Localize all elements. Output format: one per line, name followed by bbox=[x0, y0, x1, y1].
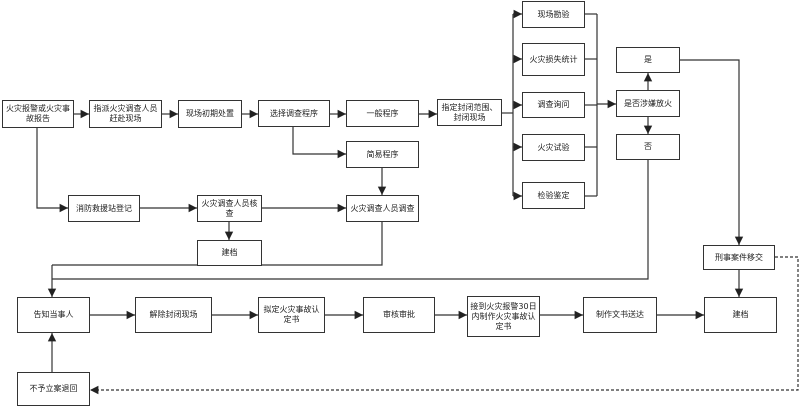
node-inspect: 检验鉴定 bbox=[522, 182, 585, 209]
node-investigate: 火灾调查人员调查 bbox=[346, 195, 419, 222]
node-test: 火灾试验 bbox=[522, 134, 585, 161]
node-archive1: 建档 bbox=[197, 240, 262, 266]
node-loss: 火灾损失统计 bbox=[522, 43, 585, 76]
node-arson: 是否涉嫌放火 bbox=[616, 90, 680, 117]
node-survey: 现场勘验 bbox=[522, 1, 585, 28]
node-yes: 是 bbox=[616, 47, 680, 73]
line-no-notify bbox=[52, 160, 649, 280]
node-notify: 告知当事人 bbox=[17, 297, 90, 333]
line-investigate-notify bbox=[52, 222, 383, 266]
node-report: 火灾报警或火灾事故报告 bbox=[2, 100, 74, 128]
node-approve: 审核审批 bbox=[363, 297, 435, 333]
node-make30: 接到火灾报警30日内制作火灾事故认定书 bbox=[467, 296, 540, 337]
node-general: 一般程序 bbox=[346, 100, 419, 127]
node-initial: 现场初期处置 bbox=[178, 100, 242, 128]
arrow-report-station bbox=[36, 128, 68, 213]
node-archive2: 建档 bbox=[704, 297, 777, 333]
node-inquiry: 调查询问 bbox=[522, 92, 585, 118]
node-no: 否 bbox=[616, 134, 680, 160]
node-choose: 选择调查程序 bbox=[258, 100, 330, 127]
arrow-choose-simple bbox=[292, 127, 346, 159]
node-seal: 指定封闭范围、封闭现场 bbox=[437, 99, 502, 126]
dashed-criminal-reject bbox=[90, 256, 799, 395]
node-simple: 简易程序 bbox=[346, 141, 419, 168]
node-unseal: 解除封闭现场 bbox=[135, 297, 212, 333]
node-dispatch: 指派火灾调查人员赶赴现场 bbox=[89, 100, 162, 128]
node-verify: 火灾调查人员核查 bbox=[197, 195, 262, 222]
node-deliver: 制作文书送达 bbox=[583, 297, 657, 333]
node-draft: 拟定火灾事故认定书 bbox=[258, 297, 325, 333]
node-criminal: 刑事案件移交 bbox=[703, 245, 775, 270]
node-station: 消防救援站登记 bbox=[68, 195, 140, 222]
arrow-yes-criminal bbox=[680, 59, 744, 245]
node-reject: 不予立案退回 bbox=[17, 372, 90, 406]
